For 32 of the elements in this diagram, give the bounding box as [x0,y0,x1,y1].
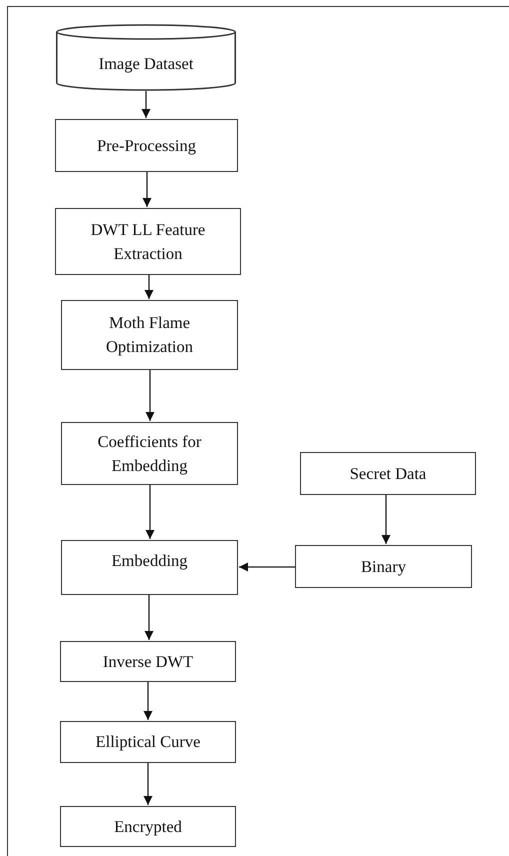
process-box [61,300,238,370]
arrow [142,172,152,207]
arrow [144,275,154,299]
process-box [300,452,476,495]
node-label: Moth Flame Optimization [104,312,194,358]
process-box [55,208,241,275]
node-label: Inverse DWT [102,650,194,673]
process-box [60,721,236,763]
node-label: Elliptical Curve [96,731,200,754]
database-cylinder [56,24,236,91]
arrow [142,91,150,118]
arrow [239,562,295,572]
arrow [146,485,154,539]
node-label: Encrypted [114,816,182,838]
arrow [144,763,152,805]
node-label: Pre-Processing [97,134,196,157]
node-label: Binary [361,556,406,578]
process-box [55,119,238,172]
node-label: Secret Data [350,462,426,485]
process-box [60,806,236,847]
process-box [61,540,238,595]
arrow [146,370,154,421]
arrow [144,595,154,640]
arrow [144,682,152,720]
process-box [61,422,238,485]
process-box [60,641,236,682]
node-label: Image Dataset [98,52,194,75]
process-box [295,545,472,588]
node-label: DWT LL Feature Extraction [90,218,206,264]
node-label: Coefficients for Embedding [96,430,202,477]
node-label: Embedding [111,550,188,572]
arrow [382,495,390,544]
